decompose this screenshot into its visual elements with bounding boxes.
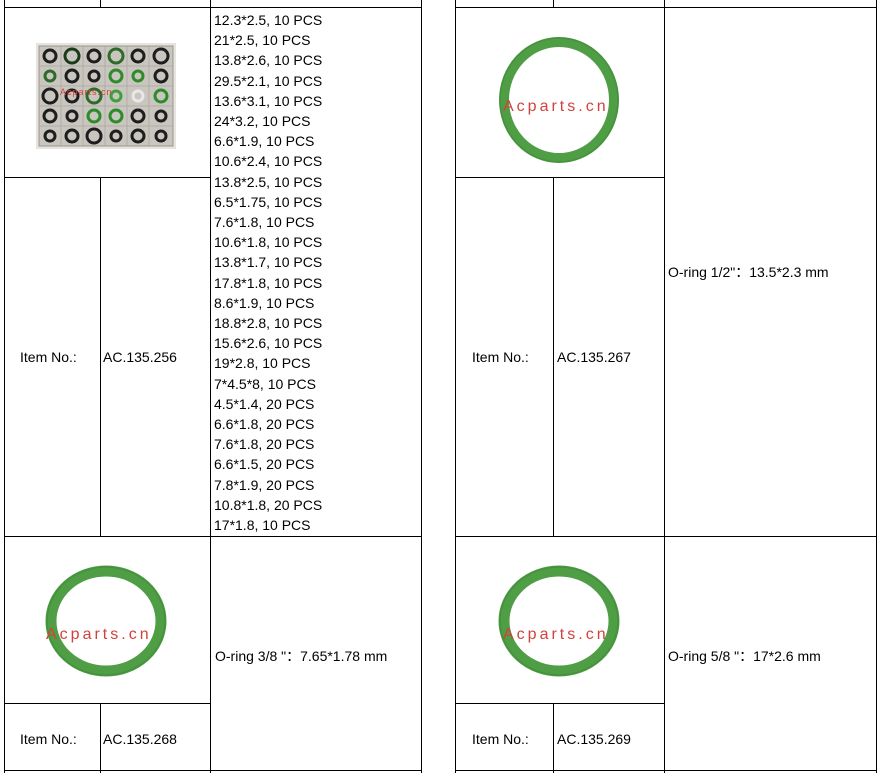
list-item: 7*4.5*8, 10 PCS — [214, 375, 316, 392]
kit-photo: Acparts.cn — [36, 43, 176, 149]
kit-watermark: Acparts.cn — [60, 87, 113, 97]
list-item: 7.6*1.8, 20 PCS — [214, 436, 315, 453]
list-item: 13.8*2.5, 10 PCS — [214, 173, 323, 190]
oring-3-8-watermark: Acparts.cn — [46, 626, 152, 643]
list-item: 7.8*1.9, 20 PCS — [214, 476, 315, 493]
item-no-value: AC.135.256 — [103, 349, 177, 365]
list-item: 17*1.8, 10 PCS — [214, 517, 311, 534]
oring-3-8-description: O-ring 3/8 "：7.65*1.78 mm — [215, 648, 388, 664]
list-item: 10.6*1.8, 10 PCS — [214, 234, 323, 251]
item-no-value: AC.135.267 — [557, 349, 631, 365]
item-no-value: AC.135.268 — [103, 731, 177, 747]
green-oring-image — [498, 565, 620, 677]
list-item: 13.8*1.7, 10 PCS — [214, 254, 323, 271]
oring-5-8-watermark: Acparts.cn — [503, 626, 609, 643]
oring-1-2-description: O-ring 1/2"：13.5*2.3 mm — [668, 264, 829, 280]
item-no-label: Item No.: — [472, 731, 529, 747]
list-item: 21*2.5, 10 PCS — [214, 32, 311, 49]
item-no-label: Item No.: — [20, 349, 77, 365]
item-no-value: AC.135.269 — [557, 731, 631, 747]
list-item: 10.8*1.8, 20 PCS — [214, 496, 323, 513]
list-item: 6.6*1.9, 10 PCS — [214, 133, 315, 150]
oring-1-2-photo — [497, 35, 621, 165]
green-oring-image — [499, 37, 619, 163]
list-item: 6.5*1.75, 10 PCS — [214, 193, 323, 210]
list-item: 13.6*3.1, 10 PCS — [214, 92, 323, 109]
list-item: 8.6*1.9, 10 PCS — [214, 294, 315, 311]
list-item: 7.6*1.8, 10 PCS — [214, 214, 315, 231]
oring-5-8-description: O-ring 5/8 "：17*2.6 mm — [668, 648, 821, 664]
list-item: 24*3.2, 10 PCS — [214, 113, 311, 130]
list-item: 18.8*2.8, 10 PCS — [214, 315, 323, 332]
item-no-label: Item No.: — [20, 731, 77, 747]
oring-3-8-photo — [44, 564, 168, 678]
list-item: 12.3*2.5, 10 PCS — [214, 12, 323, 28]
list-item: 6.6*1.8, 20 PCS — [214, 416, 315, 433]
list-item: 4.5*1.4, 20 PCS — [214, 395, 315, 412]
list-item: 15.6*2.6, 10 PCS — [214, 335, 323, 352]
list-item: 19*2.8, 10 PCS — [214, 355, 311, 372]
green-oring-image — [45, 565, 167, 677]
oring-5-8-photo — [497, 564, 621, 678]
list-item: 29.5*2.1, 10 PCS — [214, 72, 323, 89]
oring-kit-box-image — [36, 43, 176, 149]
list-item: 6.6*1.5, 20 PCS — [214, 456, 315, 473]
kit-piece-list: 12.3*2.5, 10 PCS 21*2.5, 10 PCS 13.8*2.6… — [214, 10, 322, 535]
list-item: 13.8*2.6, 10 PCS — [214, 52, 323, 69]
list-item: 17.8*1.8, 10 PCS — [214, 274, 323, 291]
list-item: 10.6*2.4, 10 PCS — [214, 153, 323, 170]
item-no-label: Item No.: — [472, 349, 529, 365]
oring-1-2-watermark: Acparts.cn — [503, 98, 609, 115]
